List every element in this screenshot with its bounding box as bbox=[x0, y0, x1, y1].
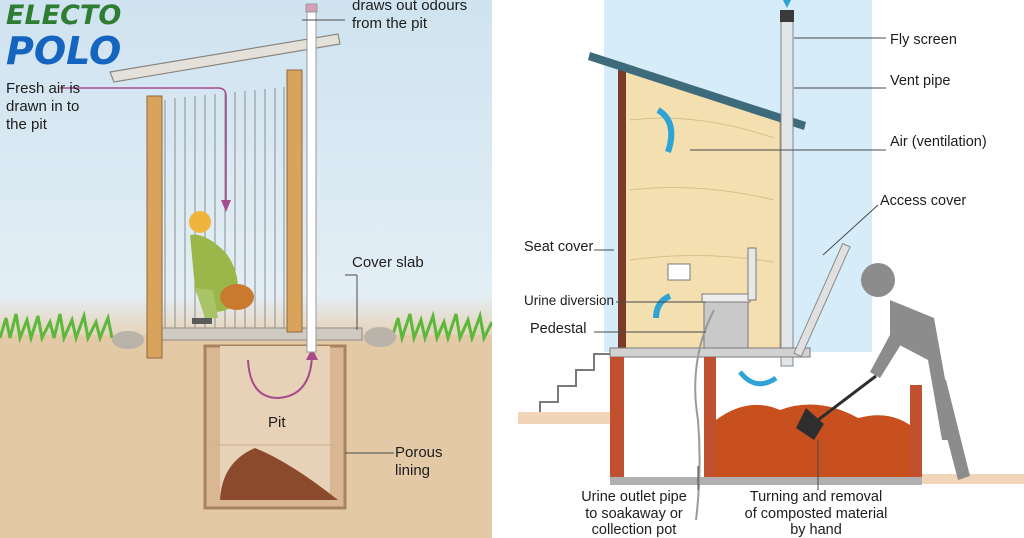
fresh-air-label: Fresh air is drawn in to the pit bbox=[6, 80, 81, 133]
seat bbox=[701, 293, 751, 303]
paper-holder bbox=[667, 263, 691, 281]
wood-grain bbox=[629, 117, 775, 263]
compost-heap bbox=[716, 404, 910, 477]
vent-pipe bbox=[306, 7, 317, 353]
cover-slab bbox=[161, 327, 363, 341]
urine-outlet-pipe bbox=[694, 309, 715, 521]
vent-pipe bbox=[780, 17, 794, 367]
air-ventilation-label: Air (ventilation) bbox=[890, 134, 987, 150]
pit-label: Pit bbox=[268, 414, 286, 431]
access-cover-label: Access cover bbox=[880, 193, 967, 209]
left-post bbox=[146, 95, 163, 359]
door-edge bbox=[618, 70, 626, 350]
urine-diversion-label: Urine diversion bbox=[524, 293, 615, 308]
shovel-handle bbox=[817, 374, 877, 422]
odours-label: draws out odours from the pit bbox=[352, 0, 468, 32]
brand-line-2: POLO bbox=[6, 29, 122, 73]
vent-pipe-label: Vent pipe bbox=[890, 73, 951, 89]
pit-latrine-illustration bbox=[0, 3, 492, 538]
air-arrow bbox=[653, 293, 672, 319]
urine-outlet-label: Urine outlet pipe to soakaway or collect… bbox=[581, 489, 687, 538]
right-post bbox=[286, 69, 303, 333]
shovel-blade bbox=[796, 408, 824, 440]
pedestal bbox=[703, 299, 749, 349]
pedestal-label: Pedestal bbox=[530, 321, 587, 337]
pit-airflow-arrow bbox=[247, 351, 313, 400]
fly-screen-label: Fly screen bbox=[890, 32, 957, 48]
composting-toilet-illustration bbox=[518, 0, 1024, 521]
floor-slab bbox=[609, 347, 811, 358]
cover-slab-label: Cover slab bbox=[352, 254, 424, 271]
access-cover bbox=[793, 242, 851, 358]
seat-lid bbox=[747, 247, 757, 301]
air-arrow bbox=[738, 370, 778, 387]
arrowhead bbox=[306, 348, 318, 360]
right-diagram-panel: Fly screen Vent pipe Air (ventilation) A… bbox=[518, 0, 1024, 538]
fly-screen bbox=[780, 10, 794, 22]
arrowhead bbox=[221, 200, 231, 212]
chamber-floor bbox=[610, 477, 922, 485]
porous-lining-label: Porous lining bbox=[395, 444, 443, 479]
compost-pile bbox=[220, 448, 338, 500]
brick-wall-middle bbox=[704, 357, 716, 477]
leader-lines bbox=[594, 37, 886, 490]
brand-line-1: ELECTO bbox=[6, 0, 122, 31]
stone bbox=[364, 327, 396, 347]
turning-removal-label: Turning and removal of composted materia… bbox=[744, 489, 888, 538]
seat-cover-label: Seat cover bbox=[524, 239, 594, 255]
brick-wall-right bbox=[910, 385, 922, 477]
worker-figure bbox=[861, 263, 970, 480]
fresh-air-arrow bbox=[60, 87, 227, 206]
vent-arrow-up bbox=[783, 0, 791, 8]
squatting-person bbox=[189, 211, 254, 324]
ground bbox=[518, 412, 614, 424]
air-arrow bbox=[656, 107, 675, 153]
steps bbox=[539, 353, 610, 412]
grass bbox=[0, 310, 492, 344]
brick-wall-left bbox=[610, 357, 624, 477]
ground bbox=[912, 474, 1024, 484]
left-diagram-panel: ELECTO POLO draws out odours from the pi… bbox=[0, 0, 492, 538]
stone bbox=[112, 331, 144, 349]
roof bbox=[588, 52, 806, 130]
roof bbox=[109, 33, 341, 83]
vent-cap bbox=[305, 3, 318, 13]
